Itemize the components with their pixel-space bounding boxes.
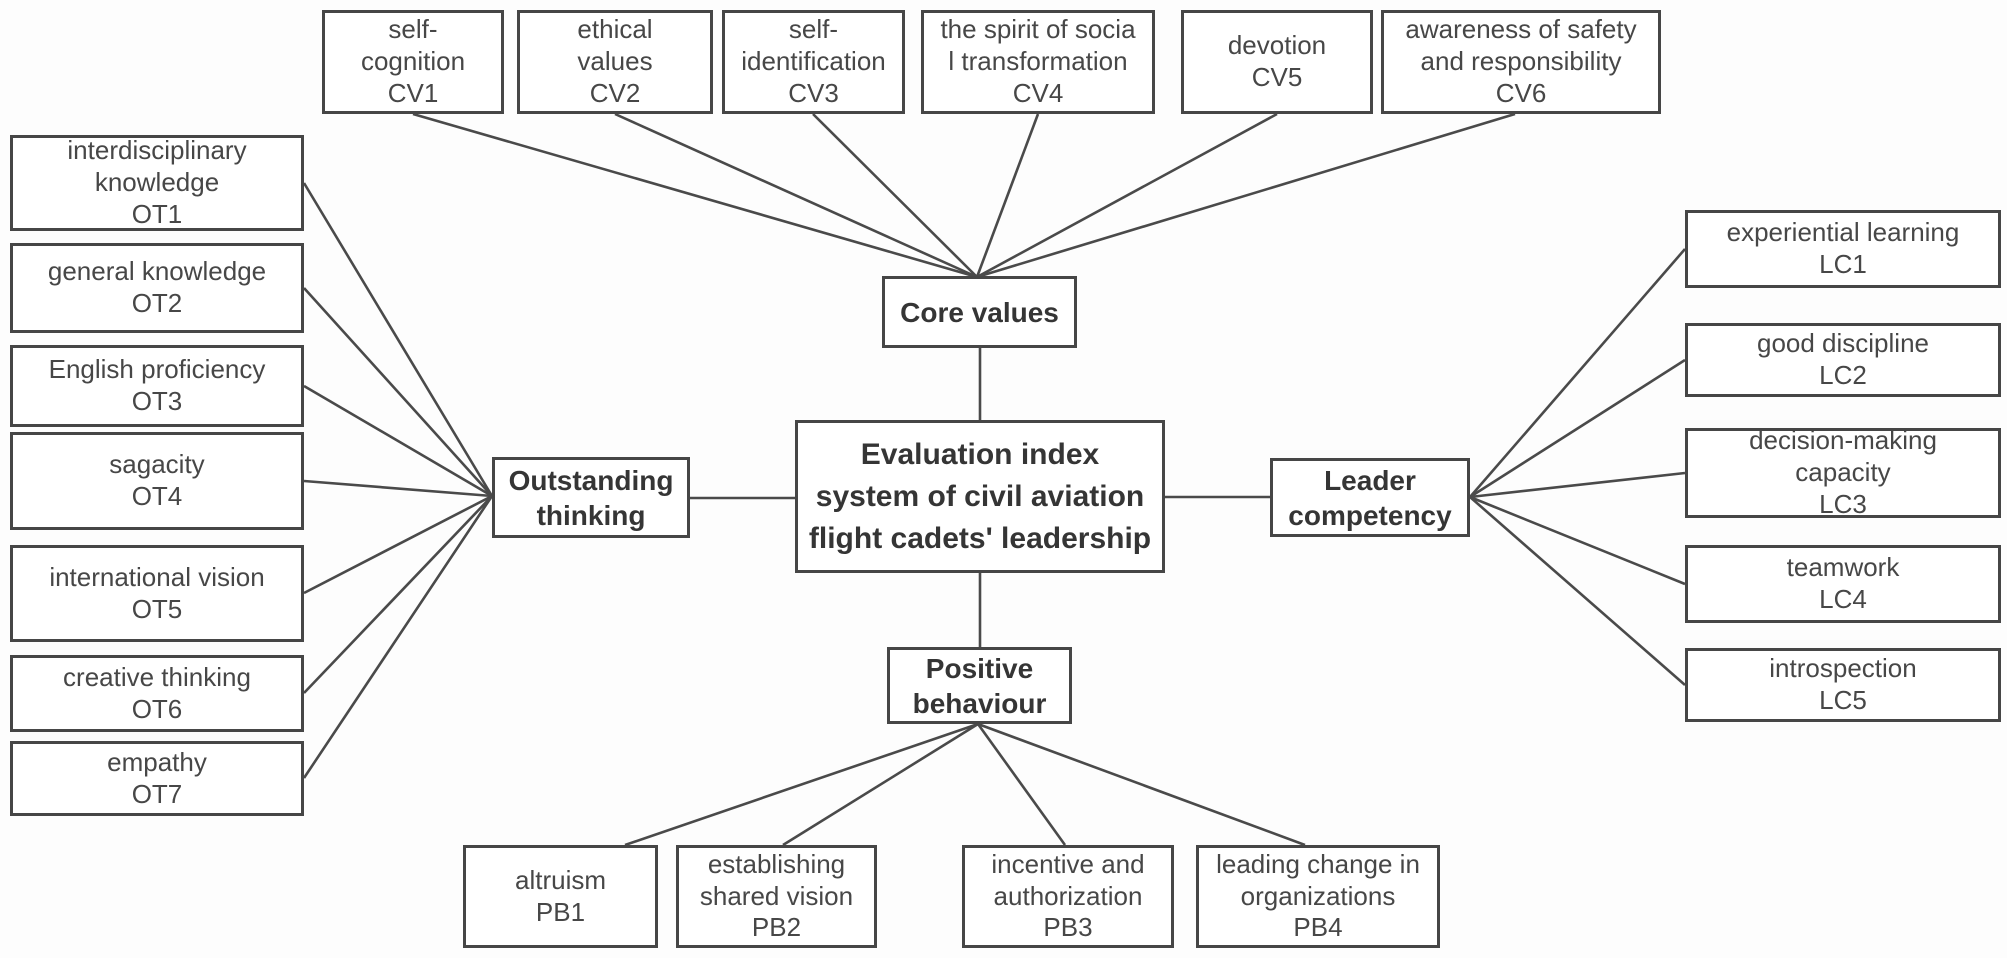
node-cv1-code: CV1 <box>387 77 439 108</box>
node-ot3-label: English proficiency <box>48 354 266 385</box>
node-pb4: leading change in organizations PB4 <box>1196 845 1440 948</box>
node-pb2-code: PB2 <box>751 912 802 943</box>
node-cv6-label: awareness of safety and responsibility <box>1405 14 1637 77</box>
connector-line <box>1469 496 1686 686</box>
node-cv2: ethical values CV2 <box>517 10 713 114</box>
node-cv4-label: the spirit of socia l transformation <box>940 14 1136 77</box>
connector-line <box>976 112 1516 279</box>
connector-line <box>975 113 1040 278</box>
node-ot7-code: OT7 <box>131 778 183 809</box>
connector-line <box>1469 495 1686 586</box>
node-ot5-code: OT5 <box>131 593 183 624</box>
connector-line <box>1469 358 1686 499</box>
node-lc3-code: LC3 <box>1819 488 1867 519</box>
node-lc4-label: teamwork <box>1786 552 1900 583</box>
node-cv4-code: CV4 <box>1012 77 1064 108</box>
node-lc1-label: experiential learning <box>1726 217 1960 248</box>
connector-line <box>303 494 493 595</box>
node-outstanding-thinking: Outstanding thinking <box>492 457 690 538</box>
node-ot2-label: general knowledge <box>47 256 267 287</box>
node-core-values-label: Core values <box>900 296 1059 328</box>
connector-line <box>812 113 978 278</box>
node-lc3: decision-making capacity LC3 <box>1685 425 2001 519</box>
node-cv6: awareness of safety and responsibility C… <box>1381 10 1661 114</box>
connector-line <box>303 495 493 694</box>
node-pb1: altruism PB1 <box>463 845 658 948</box>
node-lc5-label: introspection <box>1769 653 1917 684</box>
node-leader-competency: Leader competency <box>1270 458 1470 537</box>
node-ot2: general knowledge OT2 <box>10 243 304 333</box>
node-ot1-code: OT1 <box>131 198 183 229</box>
node-cv5-code: CV5 <box>1251 62 1303 92</box>
node-ot3: English proficiency OT3 <box>10 345 304 427</box>
node-ot7: empathy OT7 <box>10 741 304 816</box>
node-lc5-code: LC5 <box>1819 685 1867 715</box>
node-ot6: creative thinking OT6 <box>10 655 304 732</box>
node-positive-behaviour-label: Positive behaviour <box>912 652 1047 719</box>
node-lc4-code: LC4 <box>1819 584 1867 614</box>
connector-line <box>1469 248 1686 498</box>
node-core-values: Core values <box>882 276 1077 348</box>
node-cv5: devotion CV5 <box>1181 10 1373 114</box>
node-lc5: introspection LC5 <box>1685 648 2001 722</box>
node-cv2-label: ethical values <box>577 14 653 77</box>
node-cv6-code: CV6 <box>1495 77 1547 108</box>
node-ot5-label: international vision <box>49 561 265 592</box>
node-cv1: self- cognition CV1 <box>322 10 504 114</box>
node-pb4-code: PB4 <box>1293 912 1343 943</box>
node-ot4-code: OT4 <box>131 481 183 511</box>
node-root: Evaluation index system of civil aviatio… <box>795 420 1165 573</box>
node-ot7-label: empathy <box>107 746 207 777</box>
node-ot3-code: OT3 <box>131 386 183 416</box>
node-pb1-label: altruism <box>514 864 606 895</box>
node-ot1-label: interdisciplinary knowledge <box>67 135 247 198</box>
connector-line <box>302 495 494 779</box>
connector-line <box>303 384 493 498</box>
node-positive-behaviour: Positive behaviour <box>887 647 1072 724</box>
connector-line <box>976 112 1278 279</box>
node-ot5: international vision OT5 <box>10 545 304 642</box>
connector-line <box>976 723 1067 846</box>
node-cv3: self- identification CV3 <box>722 10 905 114</box>
connector-line <box>412 112 978 279</box>
node-pb3-label: incentive and authorization <box>991 848 1145 911</box>
connector-line <box>782 722 979 847</box>
connector-line <box>1469 471 1686 499</box>
node-pb2: establishing shared vision PB2 <box>676 845 877 948</box>
connector-line <box>302 182 494 497</box>
node-cv2-code: CV2 <box>589 77 641 108</box>
connector-line <box>624 722 979 847</box>
node-lc4: teamwork LC4 <box>1685 545 2001 623</box>
connector-line <box>977 722 1306 847</box>
node-lc3-label: decision-making capacity <box>1749 425 1937 488</box>
connector-line <box>303 479 493 498</box>
node-root-label: Evaluation index system of civil aviatio… <box>808 437 1152 555</box>
node-lc1-code: LC1 <box>1819 249 1867 279</box>
node-cv1-label: self- cognition <box>360 14 466 77</box>
node-ot6-label: creative thinking <box>63 661 251 692</box>
node-pb3-code: PB3 <box>1043 912 1093 943</box>
connector-line <box>614 112 978 279</box>
node-outstanding-thinking-label: Outstanding thinking <box>508 464 674 531</box>
node-cv3-label: self- identification <box>741 14 886 77</box>
node-ot1: interdisciplinary knowledge OT1 <box>10 135 304 231</box>
node-cv5-label: devotion <box>1227 30 1327 61</box>
node-lc1: experiential learning LC1 <box>1685 210 2001 288</box>
node-lc2-code: LC2 <box>1819 360 1867 390</box>
node-ot2-code: OT2 <box>131 288 183 318</box>
node-ot4: sagacity OT4 <box>10 432 304 530</box>
node-lc2: good discipline LC2 <box>1685 323 2001 397</box>
node-ot6-code: OT6 <box>131 693 183 724</box>
node-pb1-code: PB1 <box>535 896 586 927</box>
connector-line <box>303 287 493 497</box>
node-cv3-code: CV3 <box>788 77 839 108</box>
node-lc2-label: good discipline <box>1756 328 1929 359</box>
node-leader-competency-label: Leader competency <box>1288 464 1452 531</box>
node-pb2-label: establishing shared vision <box>699 848 854 911</box>
node-ot4-label: sagacity <box>109 449 205 480</box>
node-pb4-label: leading change in organizations <box>1216 848 1420 911</box>
node-cv4: the spirit of socia l transformation CV4 <box>921 10 1155 114</box>
node-pb3: incentive and authorization PB3 <box>962 845 1174 948</box>
